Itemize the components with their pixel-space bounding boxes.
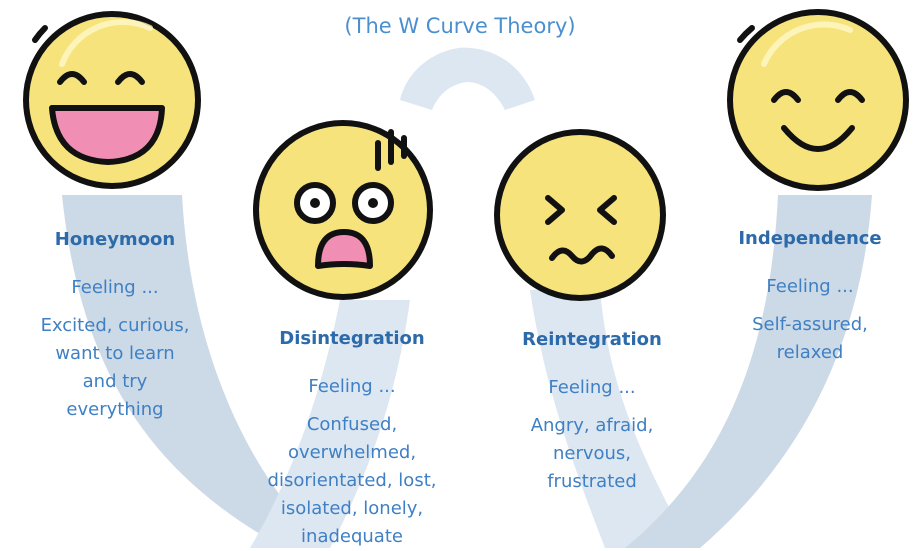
feeling-label: Feeling ... [308,376,396,397]
feeling-line: frustrated [547,471,637,492]
stage-disintegration: Disintegration Feeling ... Confused, ove… [262,325,442,551]
feeling-label: Feeling ... [548,377,636,398]
feeling-line: isolated, lonely, [280,498,424,519]
w-curve-right-valley [625,195,872,548]
feeling-line: Excited, curious, [40,315,190,336]
stage-title: Reintegration [522,329,662,350]
feeling-description: Self-assured, relaxed [730,311,890,367]
feeling-line: inadequate [301,526,403,547]
w-curve-band [62,47,872,548]
feeling-line: everything [66,399,164,420]
feeling-description: Excited, curious, want to learn and try … [20,312,210,424]
distressed-face-icon [494,129,666,301]
w-curve-arch [400,47,535,110]
stage-title: Honeymoon [54,229,176,250]
w-curve-right-fall [530,290,690,548]
shocked-face-icon [253,120,433,300]
feeling-line: and try [82,371,148,392]
laughing-face-icon [23,11,201,189]
w-curve-left-rise [250,300,410,548]
stage-title: Disintegration [279,328,425,349]
feeling-line: nervous, [552,443,632,464]
feeling-line: Confused, [306,414,398,435]
feeling-line: Self-assured, [752,314,868,335]
stage-honeymoon: Honeymoon Feeling ... Excited, curious, … [20,226,210,424]
stage-independence: Independence Feeling ... Self-assured, r… [730,225,890,367]
feeling-description: Confused, overwhelmed, disorientated, lo… [262,411,442,551]
stage-reintegration: Reintegration Feeling ... Angry, afraid,… [512,326,672,496]
feeling-line: overwhelmed, [287,442,417,463]
feeling-line: want to learn [55,343,175,364]
stage-title: Independence [738,228,882,249]
feeling-line: relaxed [776,342,844,363]
diagram-subtitle: (The W Curve Theory) [344,14,576,38]
feeling-description: Angry, afraid, nervous, frustrated [512,412,672,496]
smiling-face-icon [727,9,909,191]
feeling-label: Feeling ... [71,277,159,298]
feeling-line: Angry, afraid, [530,415,654,436]
w-curve-left-valley [62,195,300,540]
feeling-label: Feeling ... [766,276,854,297]
feeling-line: disorientated, lost, [267,470,437,491]
